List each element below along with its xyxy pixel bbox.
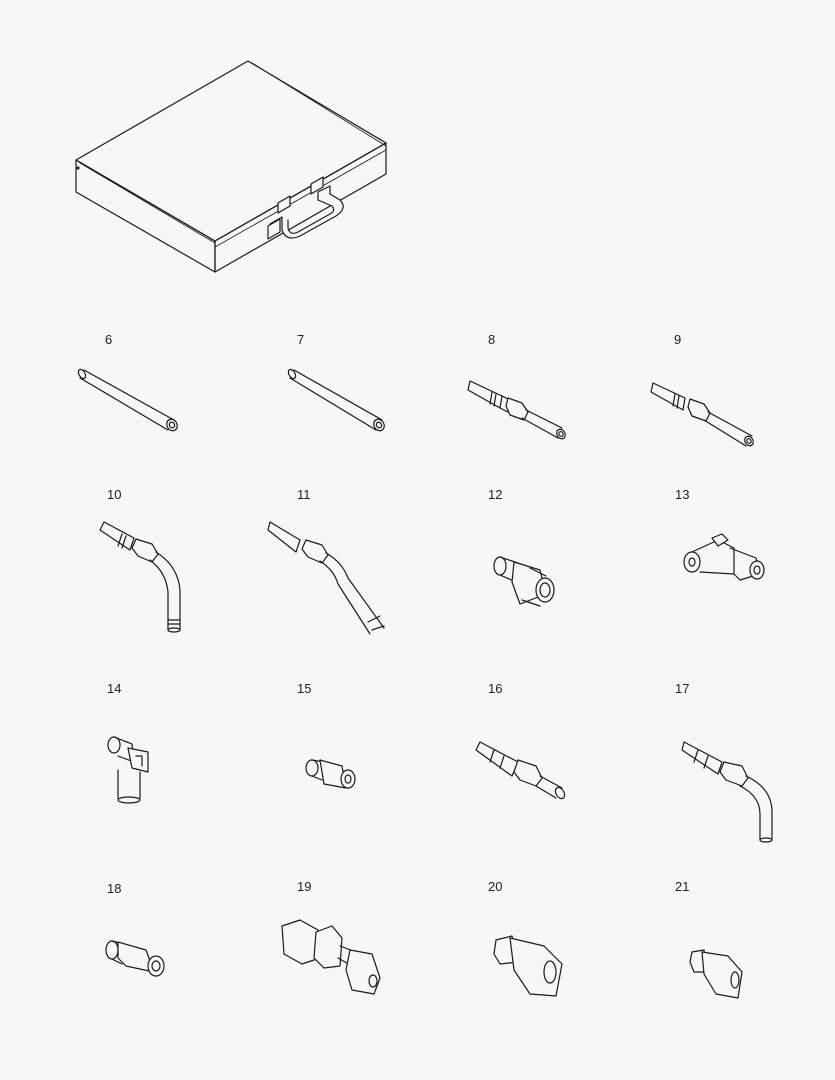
part-label-14: 14 [107,681,122,696]
part-label-12: 12 [488,487,503,502]
part-label-6: 6 [105,332,113,347]
part-label-19: 19 [297,879,312,894]
part-label-21: 21 [675,879,690,894]
part-label-7: 7 [297,332,305,347]
part-label-17: 17 [675,681,690,696]
part-label-10: 10 [107,487,122,502]
part-label-11: 11 [297,487,311,502]
carrying-case-illustration [75,60,387,273]
part-label-8: 8 [488,332,496,347]
part-label-15: 15 [297,681,312,696]
part-label-18: 18 [107,881,122,896]
part-label-20: 20 [488,879,503,894]
part-label-13: 13 [675,487,690,502]
part-label-9: 9 [674,332,682,347]
part-label-16: 16 [488,681,503,696]
